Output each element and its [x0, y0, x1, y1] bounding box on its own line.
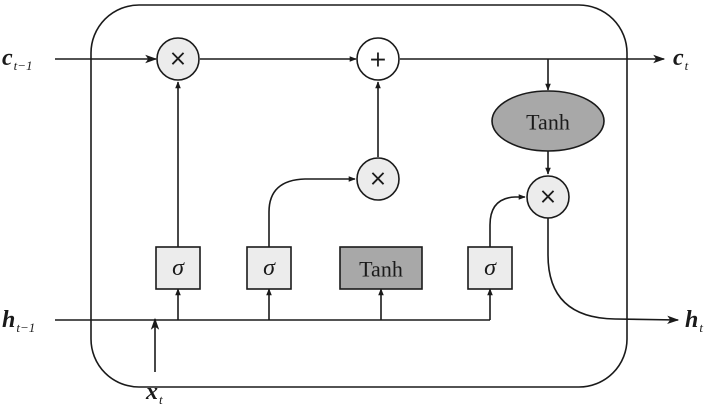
label-h-out: ht: [685, 307, 703, 335]
cell-boundary: [90, 4, 628, 388]
label-c-out: ct: [673, 45, 689, 73]
input-multiply-symbol: ×: [369, 167, 387, 192]
output-multiply-symbol: ×: [539, 185, 557, 210]
forget-gate-label: σ: [172, 255, 185, 281]
label-c-out-main: c: [673, 45, 684, 71]
label-h-out-sub: t: [699, 320, 703, 335]
candidate-gate: Tanh: [339, 246, 423, 290]
label-h-prev-main: h: [2, 307, 15, 333]
label-x-main: x: [145, 379, 158, 405]
label-h-out-main: h: [685, 307, 698, 333]
input-gate-output-curve: [268, 176, 356, 247]
forget-multiply-operator: ×: [156, 37, 200, 81]
label-c-prev-main: c: [2, 45, 13, 71]
output-gate: σ: [467, 246, 513, 290]
forget-multiply-symbol: ×: [169, 47, 187, 72]
cell-add-operator: +: [356, 37, 400, 81]
cell-tanh-label: Tanh: [526, 110, 570, 135]
label-h-prev: ht−1: [2, 307, 35, 335]
input-gate: σ: [246, 246, 292, 290]
input-gate-label: σ: [263, 255, 276, 281]
label-x: xt: [145, 379, 163, 407]
label-c-prev: ct−1: [2, 45, 33, 73]
label-h-prev-sub: t−1: [16, 320, 35, 335]
cell-tanh-activation: Tanh: [491, 90, 605, 152]
forget-gate: σ: [155, 246, 201, 290]
label-x-sub: t: [159, 392, 163, 407]
output-gate-output-curve: [489, 194, 526, 247]
output-multiply-operator: ×: [526, 175, 570, 219]
label-c-out-sub: t: [685, 58, 689, 73]
label-c-prev-sub: t−1: [14, 58, 33, 73]
input-multiply-operator: ×: [356, 157, 400, 201]
candidate-gate-label: Tanh: [359, 257, 403, 282]
output-gate-label: σ: [484, 255, 497, 281]
hidden-output-curve: [547, 218, 680, 325]
cell-add-symbol: +: [369, 48, 387, 73]
